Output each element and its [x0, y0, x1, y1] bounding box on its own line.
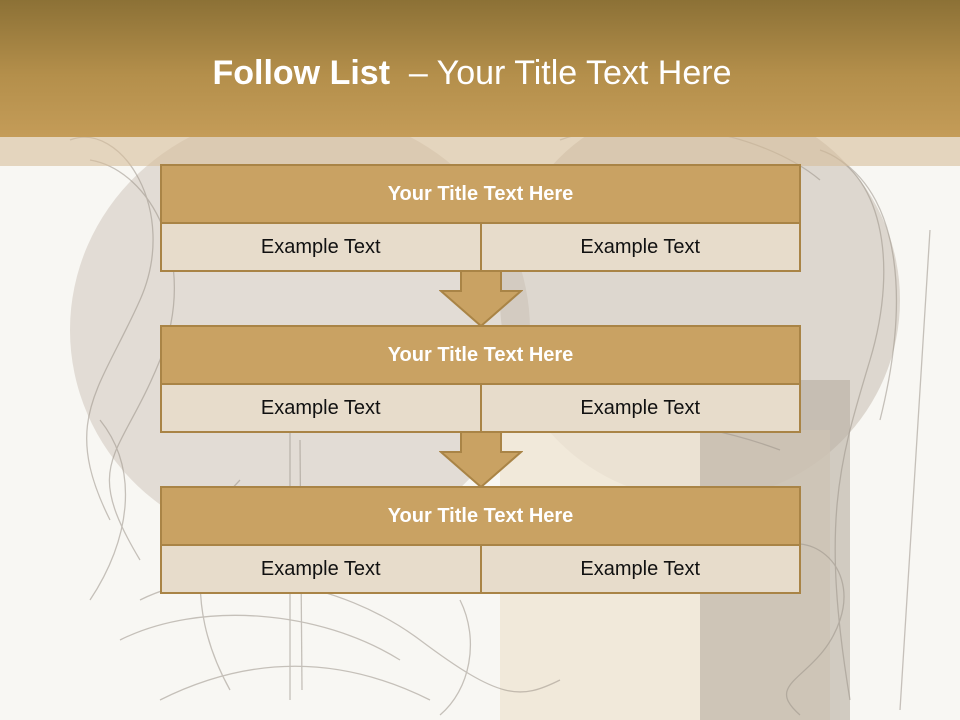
step-row: Example Text Example Text: [162, 224, 799, 270]
step-cell-left: Example Text: [260, 236, 381, 258]
page-title: Follow List – Your Title Text Here: [0, 54, 944, 93]
step-title: Your Title Text Here: [162, 166, 799, 224]
title-banner: [0, 0, 960, 137]
step-box-1: Your Title Text Here Example Text Exampl…: [160, 164, 801, 272]
step-cell-right: Example Text: [479, 546, 800, 592]
step-cell-right: Example Text: [479, 224, 800, 270]
down-arrow-icon: [439, 432, 523, 488]
step-row: Example Text Example Text: [162, 546, 799, 592]
down-arrow-icon: [439, 271, 523, 327]
page-title-bold: Follow List: [212, 54, 391, 92]
page-title-rest: – Your Title Text Here: [390, 54, 732, 92]
step-title: Your Title Text Here: [162, 488, 799, 546]
banner-strip: [0, 137, 960, 166]
step-cell-right: Example Text: [479, 385, 800, 431]
step-box-2: Your Title Text Here Example Text Exampl…: [160, 325, 801, 433]
step-box-3: Your Title Text Here Example Text Exampl…: [160, 486, 801, 594]
step-row: Example Text Example Text: [162, 385, 799, 431]
step-cell-left: Example Text: [260, 397, 381, 419]
step-cell-left: Example Text: [260, 558, 381, 580]
step-title: Your Title Text Here: [162, 327, 799, 385]
